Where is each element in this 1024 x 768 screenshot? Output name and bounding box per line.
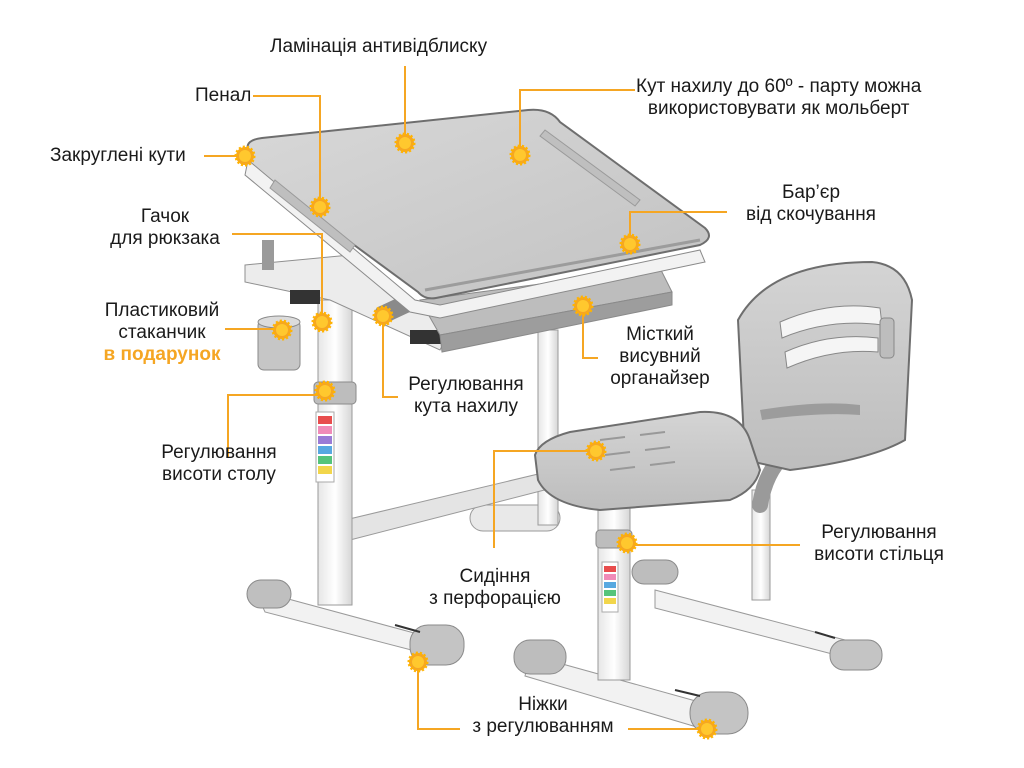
- marker-legs-left: [407, 651, 429, 673]
- label-barrier: Бар’єр від скочування: [736, 182, 886, 226]
- label-pencil-case: Пенал: [195, 85, 251, 107]
- desk-height-scale: [315, 411, 335, 483]
- label-lamination-text: Ламінація антивідблиску: [270, 36, 488, 57]
- marker-cup: [271, 319, 293, 341]
- label-organizer-line3: органайзер: [610, 368, 710, 389]
- label-seat-line1: Сидіння: [459, 566, 531, 587]
- label-seat-line2: з перфорацією: [429, 588, 561, 609]
- label-cup-line1: Пластиковий: [104, 300, 220, 321]
- marker-legs-right: [696, 718, 718, 740]
- label-table-height: Регулювання висоти столу: [152, 442, 286, 486]
- marker-angle-adj: [372, 305, 394, 327]
- backpack-hook: [262, 240, 274, 270]
- label-lamination: Ламінація антивідблиску: [270, 36, 487, 58]
- label-tilt-line1: Кут нахилу до 60º - парту можна: [636, 76, 922, 97]
- label-hook-line2: для рюкзака: [110, 228, 220, 249]
- desk-tabletop: [244, 108, 710, 319]
- label-chair-height-line1: Регулювання: [821, 522, 937, 543]
- marker-chair-height: [616, 532, 638, 554]
- label-organizer-line1: Місткий: [626, 324, 694, 345]
- label-legs-line1: Ніжки: [518, 694, 568, 715]
- label-table-height-line2: висоти столу: [162, 464, 276, 485]
- marker-table-height: [314, 380, 336, 402]
- label-chair-height: Регулювання висоти стільця: [804, 522, 954, 566]
- desk-bracket: [290, 290, 320, 304]
- label-hook-line1: Гачок: [140, 206, 190, 227]
- callout-markers: [234, 132, 718, 740]
- label-pencil-case-text: Пенал: [195, 85, 252, 106]
- marker-hook: [311, 311, 333, 333]
- marker-pencil-case: [309, 196, 331, 218]
- label-rounded-corners: Закруглені кути: [50, 145, 186, 167]
- label-tilt-line2: використовувати як мольберт: [647, 98, 910, 119]
- callout-lines: [204, 66, 800, 730]
- marker-barrier: [619, 233, 641, 255]
- chair-height-scale: [601, 561, 619, 613]
- marker-tilt: [509, 144, 531, 166]
- label-hook: Гачок для рюкзака: [100, 206, 230, 250]
- label-tilt: Кут нахилу до 60º - парту можна використ…: [636, 76, 921, 120]
- label-barrier-line2: від скочування: [746, 204, 876, 225]
- desk-front-foot: [246, 579, 465, 666]
- label-cup-line2: стаканчик: [118, 322, 206, 343]
- marker-rounded-corners: [234, 145, 256, 167]
- label-angle-adj: Регулювання кута нахилу: [400, 374, 532, 418]
- label-cup-gift: в подарунок: [103, 344, 221, 365]
- label-legs: Ніжки з регулюванням: [462, 694, 624, 738]
- desk: [244, 108, 710, 666]
- marker-seat: [585, 440, 607, 462]
- chair-back-foot: [631, 559, 883, 671]
- desk-bracket-right: [410, 330, 442, 344]
- label-legs-line2: з регулюванням: [472, 716, 614, 737]
- label-barrier-line1: Бар’єр: [781, 182, 841, 203]
- label-angle-adj-line2: кута нахилу: [413, 396, 519, 417]
- marker-lamination: [394, 132, 416, 154]
- label-seat: Сидіння з перфорацією: [420, 566, 570, 610]
- chair: [513, 260, 914, 735]
- label-rounded-corners-text: Закруглені кути: [50, 145, 186, 166]
- label-table-height-line1: Регулювання: [161, 442, 277, 463]
- label-cup: Пластиковий стаканчик в подарунок: [98, 300, 226, 366]
- label-angle-adj-line1: Регулювання: [408, 374, 524, 395]
- label-chair-height-line2: висоти стільця: [814, 544, 944, 565]
- chair-backrest: [736, 260, 914, 472]
- label-organizer-line2: висувний: [619, 346, 701, 367]
- marker-organizer: [572, 295, 594, 317]
- label-organizer: Місткий висувний органайзер: [600, 324, 720, 390]
- chair-seat: [533, 410, 762, 512]
